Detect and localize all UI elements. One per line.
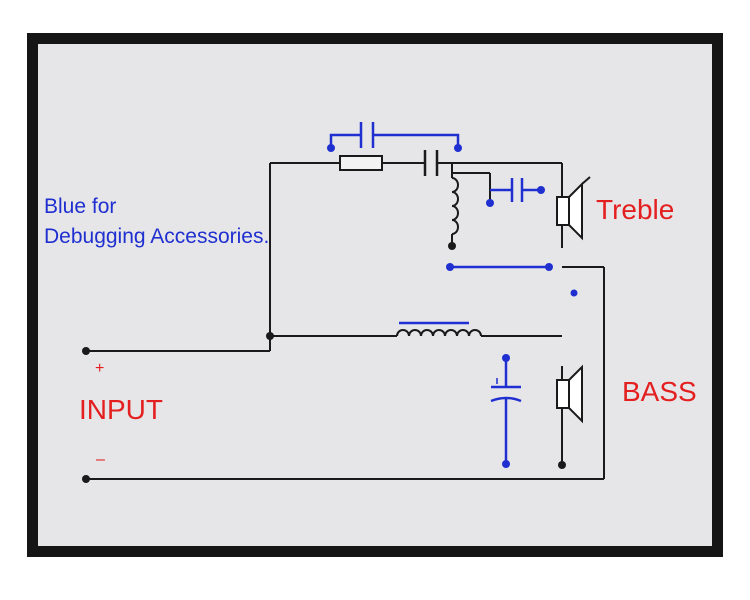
- jumper-dot-right: [545, 263, 553, 271]
- bypass-capacitor-wire: [329, 133, 460, 148]
- tweeter-body: [556, 196, 570, 226]
- bypass-dot-left: [327, 144, 335, 152]
- treble-label: Treble: [596, 194, 675, 225]
- treble-shunt-coil: [451, 177, 459, 235]
- tweeter-angle-mark: [581, 176, 591, 185]
- debugging-accessories: [329, 122, 549, 464]
- bass-label: BASS: [622, 376, 697, 407]
- bass-capacitor-dot-bottom: [502, 460, 510, 468]
- bass-capacitor-dot-top: [502, 354, 510, 362]
- accessory-dots: [327, 144, 578, 468]
- input-label: INPUT: [79, 394, 163, 425]
- split-junction: [266, 332, 274, 340]
- tweeter-cone: [568, 181, 583, 241]
- diagram-panel: [38, 44, 712, 546]
- bass-inductor: [396, 329, 482, 337]
- coil-bottom-terminal: [448, 242, 456, 250]
- main-circuit: [86, 150, 605, 480]
- spare-dot: [570, 289, 578, 297]
- tuning-dot-left: [486, 199, 494, 207]
- input-negative-terminal: [82, 475, 90, 483]
- treble-resistor: [339, 155, 383, 171]
- woofer-body: [556, 379, 570, 409]
- bass-capacitor-plate-b: [490, 396, 522, 403]
- input-positive-terminal: [82, 347, 90, 355]
- note-line-1: Blue for: [44, 195, 117, 218]
- junction-dots: [82, 242, 566, 483]
- input-minus-sign: –: [96, 451, 105, 468]
- woofer-bottom-terminal: [558, 461, 566, 469]
- note-line-2: Debugging Accessories.: [44, 225, 270, 248]
- tuning-dot-right: [537, 186, 545, 194]
- woofer-cone: [568, 364, 583, 424]
- input-plus-sign: +: [95, 360, 105, 377]
- bypass-dot-right: [454, 144, 462, 152]
- jumper-dot-left: [446, 263, 454, 271]
